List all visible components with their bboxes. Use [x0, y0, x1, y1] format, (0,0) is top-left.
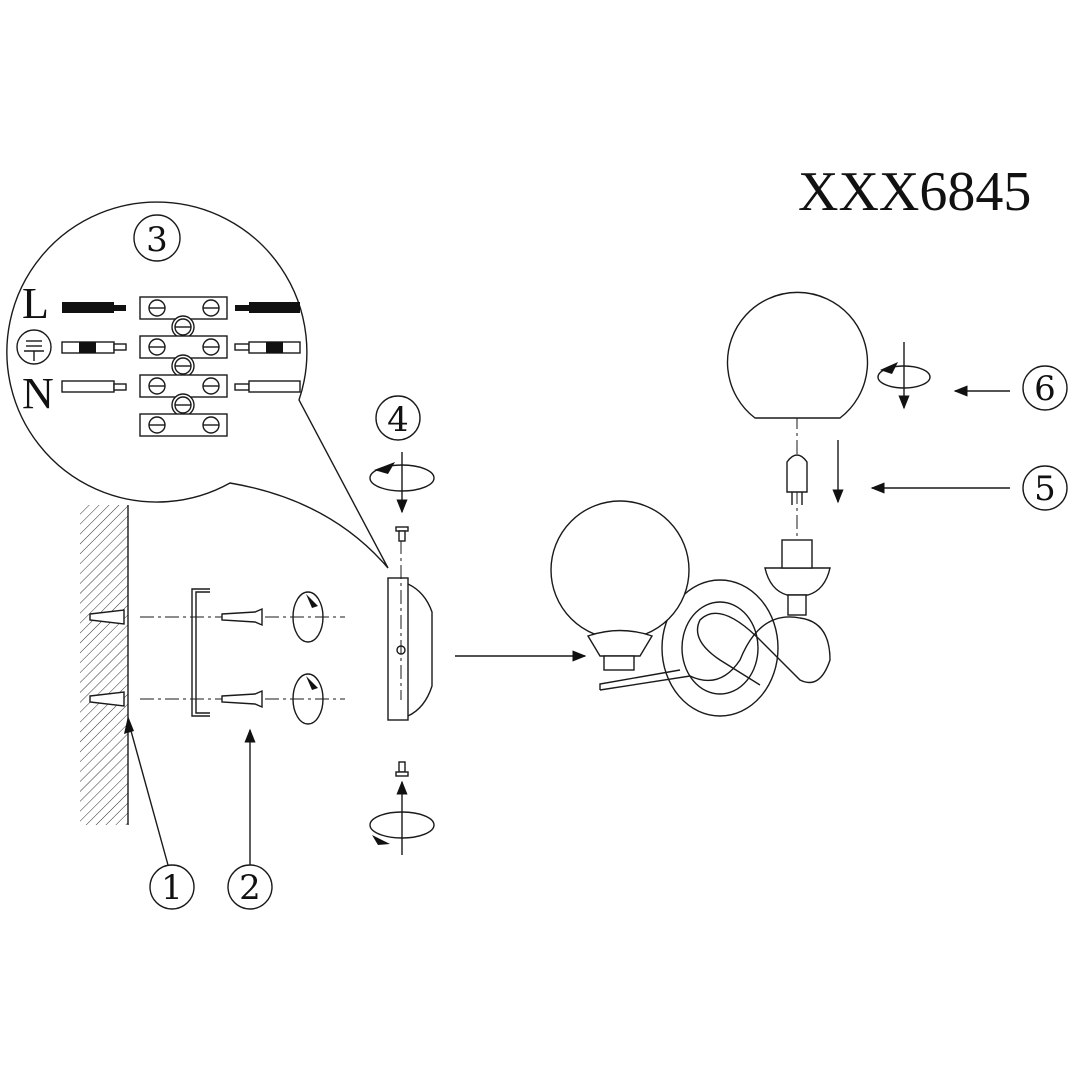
rotate-screw-icons [292, 591, 324, 725]
step-5-badge: 5 [1022, 465, 1068, 511]
screws [221, 607, 263, 709]
svg-text:4: 4 [387, 400, 409, 440]
neutral-label: N [22, 369, 54, 418]
svg-text:1: 1 [161, 868, 183, 908]
step-3-badge: 3 [133, 214, 181, 262]
wiring-callout: 3 L N [6, 201, 389, 569]
live-wires [62, 302, 300, 313]
neutral-wires [61, 380, 301, 393]
svg-text:3: 3 [146, 220, 168, 260]
g9-bulb [786, 454, 808, 505]
svg-text:6: 6 [1034, 369, 1056, 409]
earth-ground-icon [16, 329, 52, 365]
bottom-screw-rotate-icon [369, 761, 435, 855]
lamp-body [550, 500, 831, 717]
svg-text:2: 2 [239, 868, 261, 908]
wall [80, 505, 128, 825]
step-2-badge: 2 [227, 864, 273, 910]
step-4-badge: 4 [375, 395, 421, 441]
step-1-badge: 1 [149, 864, 195, 910]
model-number: XXX6845 [798, 161, 1031, 223]
svg-text:5: 5 [1034, 469, 1056, 509]
glass-shade [726, 291, 869, 419]
earth-wires [61, 341, 301, 354]
wall-plugs [89, 609, 125, 707]
top-screw-rotate-icon [369, 452, 435, 542]
canopy-plate [387, 540, 433, 721]
shade-rotate-icon [877, 342, 931, 410]
terminal-block [139, 296, 228, 437]
live-label: L [22, 279, 49, 328]
mounting-bracket [191, 588, 210, 717]
step-6-badge: 6 [1022, 365, 1068, 411]
